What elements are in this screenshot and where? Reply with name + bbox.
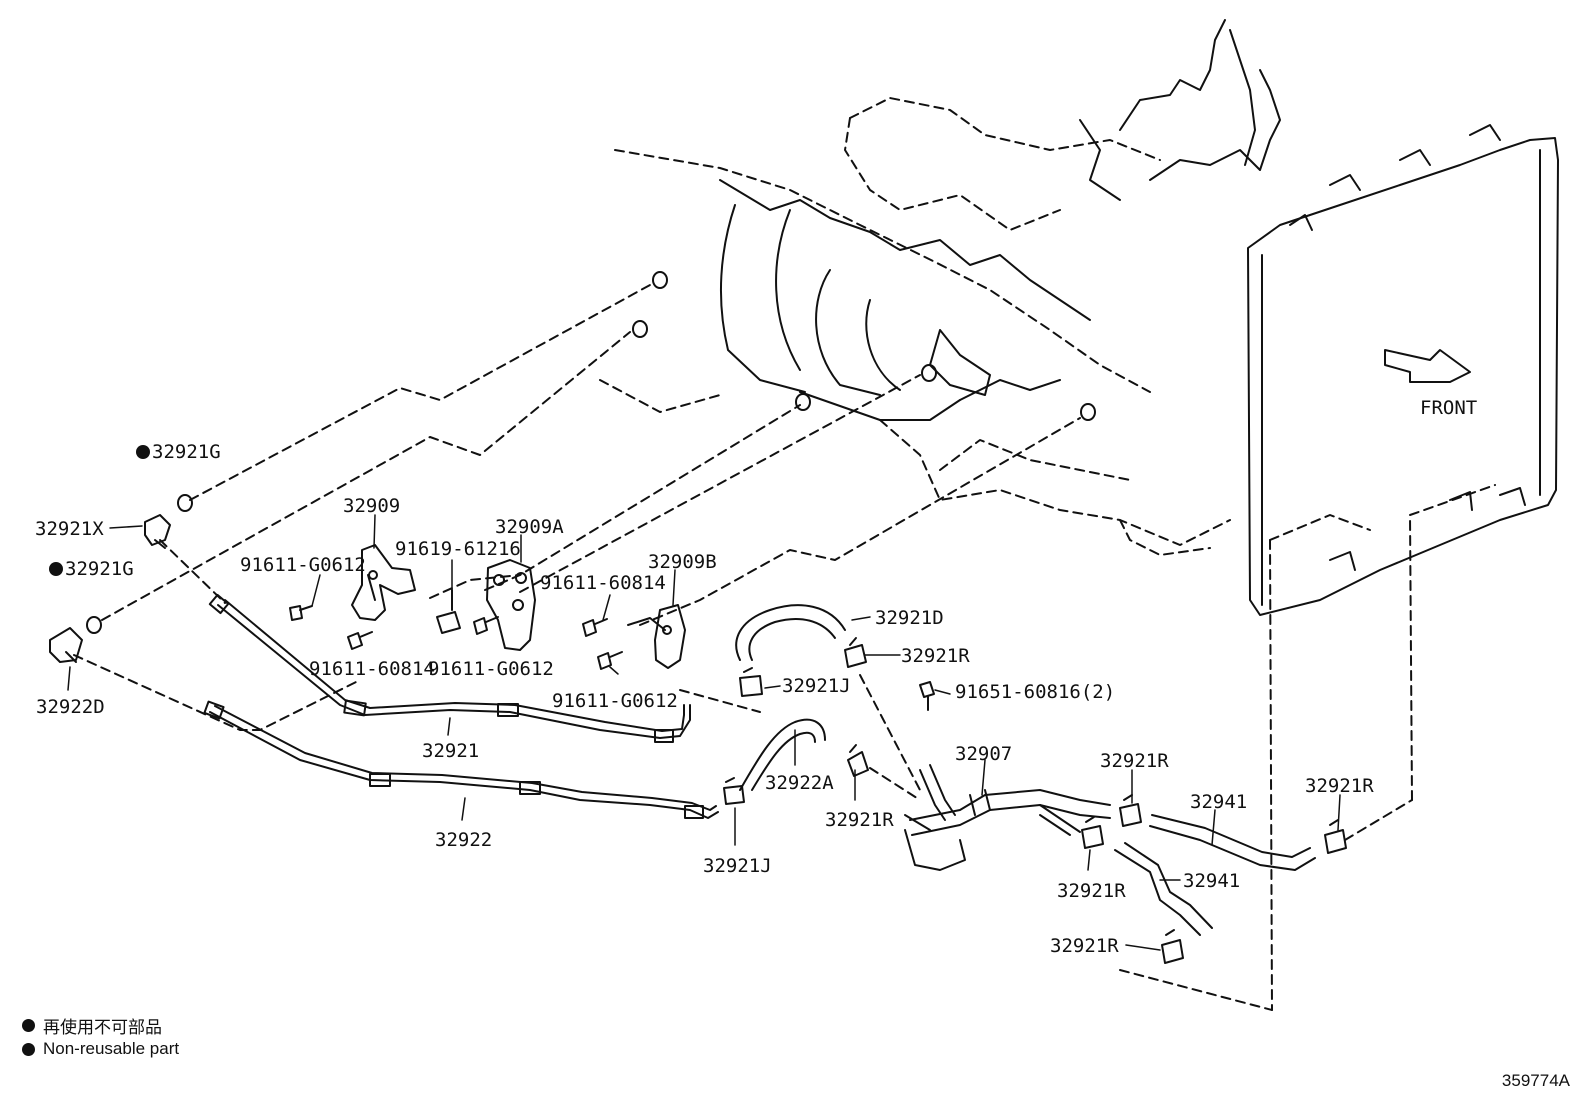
radiator-dashed bbox=[1269, 484, 1496, 1011]
label-clamp-r2: 32921R bbox=[825, 809, 894, 831]
label-union-lower: 32922D bbox=[36, 696, 105, 718]
front-arrow-icon bbox=[1384, 349, 1471, 383]
label-bolt-1: 91611-G0612 bbox=[240, 554, 366, 576]
transmission-body bbox=[719, 19, 1281, 421]
bracket-32909B bbox=[627, 604, 686, 669]
label-front: FRONT bbox=[1420, 397, 1477, 419]
tube-inlet bbox=[203, 700, 719, 819]
label-bolt-5: 91611-G0612 bbox=[428, 658, 554, 680]
non-reusable-marker bbox=[49, 562, 63, 576]
bullet-icon bbox=[22, 1042, 35, 1056]
label-oring-lower: 32921G bbox=[65, 558, 134, 580]
mount-studs bbox=[632, 271, 1096, 421]
label-bolt-7: 91651-60816(2) bbox=[955, 681, 1115, 703]
transmission-outline bbox=[599, 97, 1231, 556]
legend-japanese: 再使用不可部品 bbox=[22, 1013, 162, 1038]
label-oring-upper: 32921G bbox=[152, 441, 221, 463]
label-hose-lower: 32941 bbox=[1183, 870, 1240, 892]
label-hose-upper: 32941 bbox=[1190, 791, 1247, 813]
label-leaders bbox=[67, 514, 1341, 951]
label-clamp-j1: 32921J bbox=[782, 675, 851, 697]
hose-32922A bbox=[739, 718, 826, 791]
label-clamp-r1: 32921R bbox=[901, 645, 970, 667]
label-tube-outlet: 32921 bbox=[422, 740, 479, 762]
clamp-icons bbox=[723, 637, 1347, 964]
label-union-upper: 32921X bbox=[35, 518, 104, 540]
label-clamp-r5: 32921R bbox=[1057, 880, 1126, 902]
hose-32921D bbox=[735, 604, 846, 661]
label-bolt-6: 91611-G0612 bbox=[552, 690, 678, 712]
tube-outlet bbox=[208, 593, 691, 743]
label-tube-inlet: 32922 bbox=[435, 829, 492, 851]
label-bracket-a: 32909 bbox=[343, 495, 400, 517]
label-cooler: 32907 bbox=[955, 743, 1012, 765]
label-bracket-b: 32909A bbox=[495, 516, 564, 538]
bracket-32909A bbox=[486, 559, 536, 651]
oring-lower bbox=[86, 616, 102, 634]
label-clamp-j2: 32921J bbox=[703, 855, 772, 877]
label-clamp-r4: 32921R bbox=[1305, 775, 1374, 797]
union-upper bbox=[144, 514, 171, 549]
diagram-reference-code: 359774A bbox=[1501, 1071, 1570, 1090]
bullet-icon bbox=[22, 1019, 35, 1032]
oil-cooler bbox=[904, 764, 1111, 871]
part-labels: 32921G 32921G 32921X 32922D 32909 32909A… bbox=[35, 397, 1477, 957]
bolt-icons bbox=[289, 589, 935, 711]
label-bolt-4: 91611-60814 bbox=[540, 572, 666, 594]
legend-english: Non-reusable part bbox=[22, 1039, 179, 1059]
label-clamp-r3: 32921R bbox=[1100, 750, 1169, 772]
legend-english-text: Non-reusable part bbox=[43, 1039, 180, 1058]
non-reusable-marker bbox=[136, 445, 150, 459]
bracket-32909 bbox=[351, 544, 416, 621]
label-bolt-3: 91611-60814 bbox=[309, 658, 435, 680]
label-bolt-2: 91619-61216 bbox=[395, 538, 521, 560]
hose-32941-upper bbox=[1149, 814, 1316, 871]
label-hose-a: 32922A bbox=[765, 772, 834, 794]
label-hose-d: 32921D bbox=[875, 607, 944, 629]
legend-japanese-text: 再使用不可部品 bbox=[43, 1018, 162, 1038]
label-bracket-c: 32909B bbox=[648, 551, 717, 573]
label-clamp-r6: 32921R bbox=[1050, 935, 1119, 957]
radiator-outline bbox=[1247, 124, 1559, 616]
union-lower bbox=[49, 627, 83, 663]
dashed-leaders bbox=[73, 284, 1413, 1011]
hose-32941-lower bbox=[1114, 842, 1213, 936]
oring-upper bbox=[177, 494, 193, 512]
